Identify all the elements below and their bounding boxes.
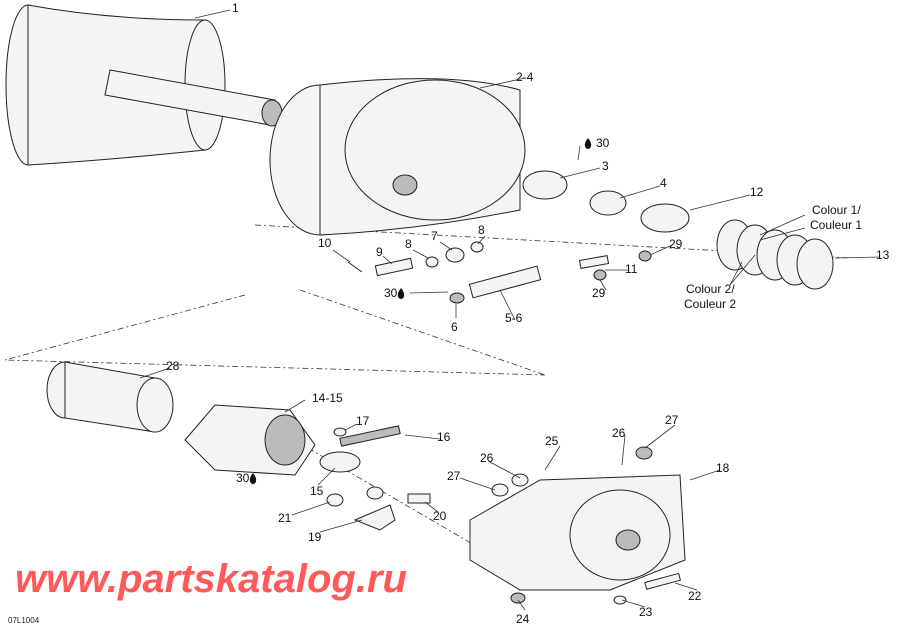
part-washer-23 [613, 595, 627, 605]
part-27b [635, 446, 653, 460]
callout-20: 20 [433, 509, 447, 523]
callout-8: 8 [405, 237, 412, 251]
watermark-text: www.partskatalog.ru [15, 557, 407, 601]
part-cover [46, 361, 174, 433]
callout-23: 23 [639, 605, 653, 619]
callout-12: 12 [750, 185, 764, 199]
part-movable-sheave [269, 78, 526, 236]
callout-19: 19 [308, 530, 322, 544]
callout-8: 8 [478, 223, 485, 237]
part-small-components [347, 241, 652, 304]
callout-27: 27 [447, 469, 461, 483]
callout-4: 4 [660, 176, 667, 190]
callout-18: 18 [716, 461, 730, 475]
part-nut-24 [510, 592, 526, 604]
part-fixed-sheave [5, 4, 283, 166]
part-cam [184, 404, 316, 476]
callout-26: 26 [480, 451, 494, 465]
oil-drop-icon [397, 288, 405, 299]
callout-10: 10 [318, 236, 332, 250]
part-27 [491, 483, 509, 497]
callout-2-4: 2-4 [516, 70, 534, 84]
callout-28: 28 [166, 359, 180, 373]
callout-29: 29 [592, 286, 606, 300]
callout-26: 26 [612, 426, 626, 440]
part-seal [640, 203, 690, 233]
callout-3: 3 [602, 159, 609, 173]
callout-30: 30 [384, 286, 398, 300]
part-pins [326, 486, 431, 531]
callout-22: 22 [688, 589, 702, 603]
part-26 [511, 473, 529, 487]
part-bushing-15 [319, 451, 361, 473]
callout-14-15: 14-15 [312, 391, 343, 405]
callout-25: 25 [545, 434, 559, 448]
callout-colour-2-: Colour 2/ [686, 282, 735, 296]
callout-15: 15 [310, 484, 324, 498]
part-bolt-22 [644, 572, 682, 590]
callout-27: 27 [665, 413, 679, 427]
callout-24: 24 [516, 612, 530, 626]
assembly-axis [4, 224, 851, 561]
part-spring-16 [339, 425, 401, 447]
leader-lines [139, 9, 881, 611]
part-ring [589, 190, 627, 216]
callout-21: 21 [278, 511, 292, 525]
drawing-code: 07L1004 [8, 616, 40, 625]
callout-couleur-2: Couleur 2 [684, 297, 736, 311]
callout-5-6: 5-6 [505, 311, 523, 325]
callout-couleur-1: Couleur 1 [810, 218, 862, 232]
callout-17: 17 [356, 414, 370, 428]
callout-1: 1 [232, 1, 239, 15]
callout-13: 13 [876, 248, 890, 262]
callout-16: 16 [437, 430, 451, 444]
callout-7: 7 [431, 229, 438, 243]
part-bushing [522, 170, 568, 200]
part-washer-17 [333, 427, 347, 437]
callout-11: 11 [625, 262, 638, 276]
callout-9: 9 [376, 245, 383, 259]
callout-30: 30 [596, 136, 610, 150]
callout-colour-1-: Colour 1/ [812, 203, 861, 217]
callout-30: 30 [236, 471, 250, 485]
callout-6: 6 [451, 320, 458, 334]
callout-29: 29 [669, 237, 683, 251]
part-spring [716, 219, 834, 290]
oil-drop-icon [584, 138, 592, 149]
part-housing [469, 474, 686, 591]
oil-drop-icon [249, 473, 257, 484]
